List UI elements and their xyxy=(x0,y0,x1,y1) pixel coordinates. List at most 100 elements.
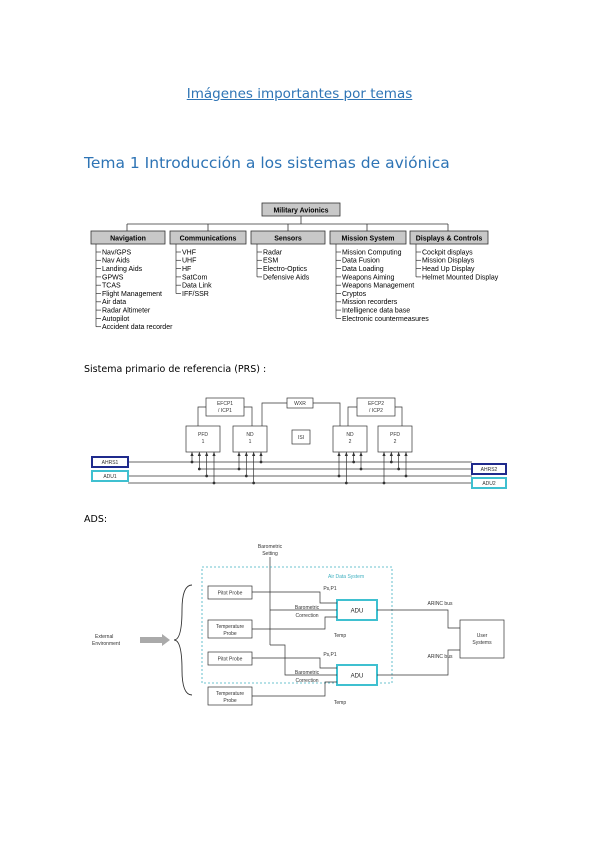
ps-p1-2: Ps,P1 xyxy=(323,652,337,658)
nd2-line2: 2 xyxy=(349,439,352,445)
tree-item: Mission Computing xyxy=(342,249,402,256)
tree-item: Flight Management xyxy=(102,291,162,298)
environment-brace xyxy=(173,584,193,696)
ahrs2-box xyxy=(471,463,507,475)
temperature-probe-1-line1: Temperature xyxy=(216,624,244,630)
adu1-label: ADU1 xyxy=(103,474,117,480)
temp-1: Temp xyxy=(334,633,346,639)
tree-item: UHF xyxy=(182,258,196,265)
pfd2-line2: 2 xyxy=(394,439,397,445)
nd2-line1: ND xyxy=(346,432,354,438)
efcp2-line2: / ICP2 xyxy=(369,408,383,414)
tree-item: TCAS xyxy=(102,283,121,290)
document-title: Imágenes importantes por temas xyxy=(186,86,413,102)
tree-item: Cryptos xyxy=(342,291,367,298)
tree-item: Autopilot xyxy=(102,316,129,323)
prs-diagram: EFCP1 / ICP1 WXR EFCP2 / ICP2 ISI PFD 1 … xyxy=(91,397,507,489)
adu2-box xyxy=(471,477,507,489)
pitot-probe-2: Pitot Probe xyxy=(218,657,243,663)
efcp2-line1: EFCP2 xyxy=(368,401,384,407)
tree-item: Defensive Aids xyxy=(263,274,310,281)
category-mission-system: Mission System xyxy=(342,236,395,243)
ahrs1-box xyxy=(91,456,129,468)
tree-item: Landing Aids xyxy=(102,266,143,273)
temperature-probe-2-line2: Probe xyxy=(223,698,237,704)
tree-item: Radar Altimeter xyxy=(102,308,151,315)
nd1-line1: ND xyxy=(246,432,254,438)
tree-item: ESM xyxy=(263,258,278,265)
user-systems-box xyxy=(459,619,505,659)
adu-2-box xyxy=(336,664,378,686)
prs-caption: Sistema primario de referencia (PRS) : xyxy=(84,364,267,375)
adu-1-label: ADU xyxy=(351,609,364,615)
tree-item: HF xyxy=(182,266,191,273)
user-systems-line2: Systems xyxy=(472,640,492,646)
tree-item: Data Loading xyxy=(342,266,384,273)
baro-corr-1-line1: Barometric xyxy=(295,605,320,611)
ads-diagram: Barometric Setting Air Data System Exter… xyxy=(92,544,505,706)
adu1-box xyxy=(91,470,129,482)
category-displays-controls: Displays & Controls xyxy=(416,236,483,243)
tree-item: Weapons Management xyxy=(342,283,414,290)
baro-corr-2-line1: Barometric xyxy=(295,670,320,676)
tree-item: Head Up Display xyxy=(422,266,475,273)
adu-2-label: ADU xyxy=(351,674,364,680)
tree-item: Mission Displays xyxy=(422,258,475,265)
tree-item: Radar xyxy=(263,249,283,256)
external-environment-line1: External xyxy=(95,634,113,640)
tree-item: VHF xyxy=(182,249,196,256)
air-data-system-boundary xyxy=(201,566,393,684)
ahrs1-label: AHRS1 xyxy=(102,460,119,466)
baro-corr-2-line2: Correction xyxy=(295,678,318,684)
air-data-system-label: Air Data System xyxy=(328,574,364,580)
isi-label: ISI xyxy=(298,435,304,441)
adu2-label: ADU2 xyxy=(482,481,496,487)
temperature-probe-1-line2: Probe xyxy=(223,631,237,637)
tree-item: IFF/SSR xyxy=(182,291,209,298)
pfd2-line1: PFD xyxy=(390,432,400,438)
arinc-bus-2: ARINC bus xyxy=(427,654,453,660)
temperature-probe-2-line1: Temperature xyxy=(216,691,244,697)
arinc-bus-1: ARINC bus xyxy=(427,601,453,607)
tree-item: Weapons Aiming xyxy=(342,274,395,281)
tree-item: SatCom xyxy=(182,274,207,281)
category-communications: Communications xyxy=(180,236,237,243)
user-systems-line1: User xyxy=(477,633,488,639)
tree-item: Nav/GPS xyxy=(102,249,132,256)
tree-root-label: Military Avionics xyxy=(273,208,328,215)
wxr-label: WXR xyxy=(294,401,306,407)
efcp1-line2: / ICP1 xyxy=(218,408,232,414)
ads-caption: ADS: xyxy=(84,514,108,525)
external-environment-line2: Environment xyxy=(92,641,121,647)
tree-item: Data Fusion xyxy=(342,258,380,265)
temp-2: Temp xyxy=(334,700,346,706)
section-heading: Tema 1 Introducción a los sistemas de av… xyxy=(84,154,450,172)
baro-corr-1-line2: Correction xyxy=(295,613,318,619)
tree-item: Helmet Mounted Display xyxy=(422,274,499,281)
ps-p1-1: Ps,P1 xyxy=(323,586,337,592)
adu-1-box xyxy=(336,599,378,621)
tree-item: Electro-Optics xyxy=(263,266,307,273)
tree-item: Air data xyxy=(102,299,126,306)
category-sensors: Sensors xyxy=(274,236,302,243)
tree-item: Mission recorders xyxy=(342,299,398,306)
tree-item: Intelligence data base xyxy=(342,308,410,315)
pitot-probe-1: Pitot Probe xyxy=(218,591,243,597)
pfd1-line2: 1 xyxy=(202,439,205,445)
pfd1-line1: PFD xyxy=(198,432,208,438)
barometric-setting-line1: Barometric xyxy=(258,544,283,550)
tree-item: Nav Aids xyxy=(102,258,130,265)
ahrs2-label: AHRS2 xyxy=(481,467,498,473)
efcp1-line1: EFCP1 xyxy=(217,401,233,407)
tree-root-box xyxy=(261,202,341,217)
tree-item: GPWS xyxy=(102,274,124,281)
barometric-setting-line2: Setting xyxy=(262,551,278,557)
tree-item: Data Link xyxy=(182,283,212,290)
environment-arrow xyxy=(140,634,170,646)
tree-item: Cockpit displays xyxy=(422,249,473,256)
nd1-line2: 1 xyxy=(249,439,252,445)
tree-item: Accident data recorder xyxy=(102,324,173,331)
category-navigation: Navigation xyxy=(110,236,146,243)
